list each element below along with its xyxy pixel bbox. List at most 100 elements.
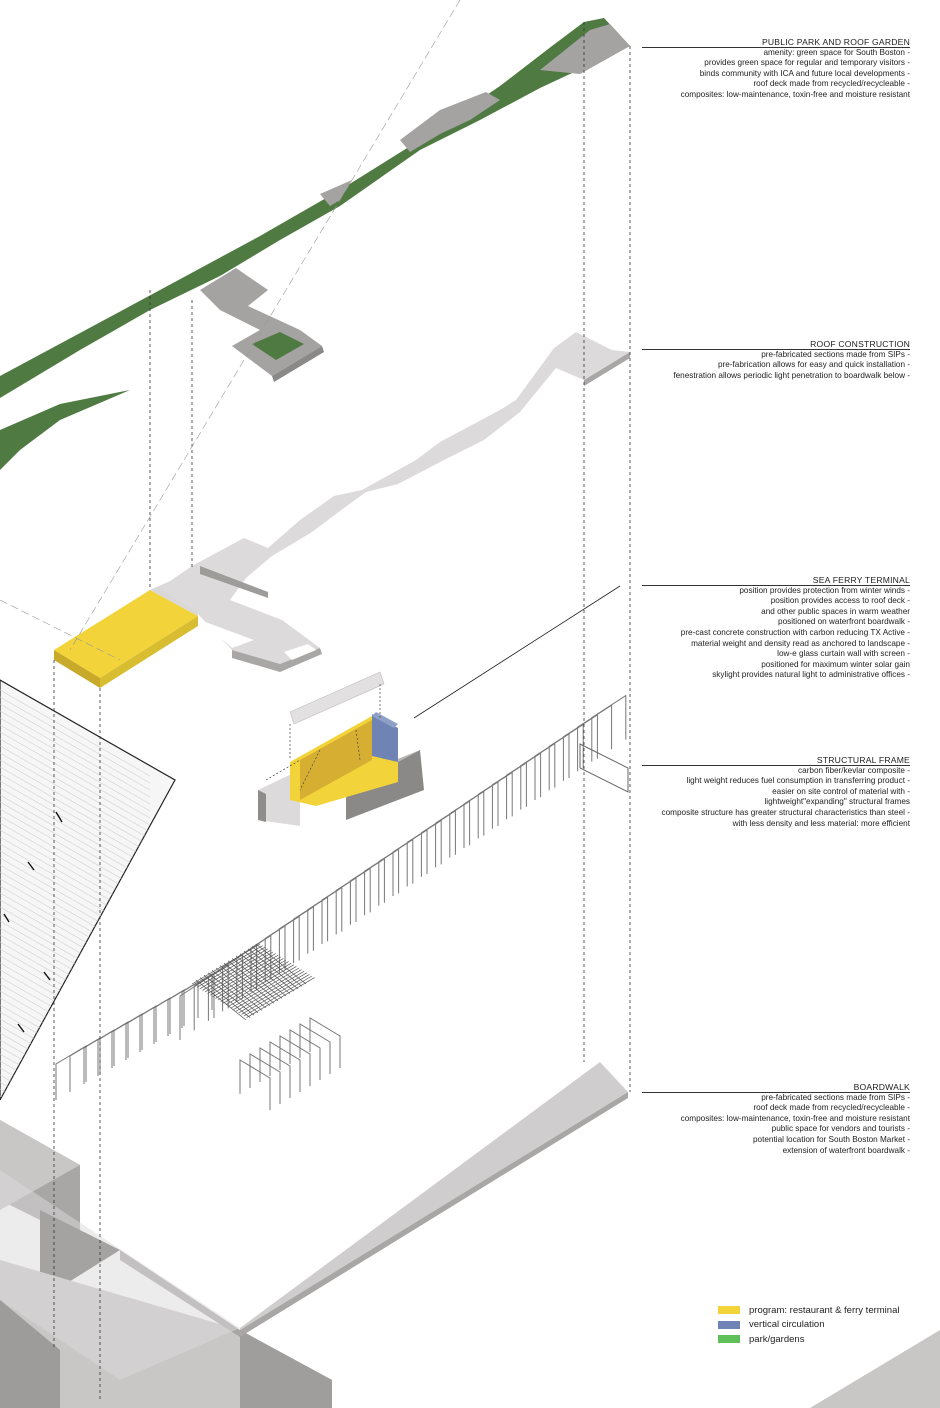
frame-member bbox=[251, 946, 303, 987]
annotation-line: pre-cast concrete construction with carb… bbox=[680, 627, 910, 637]
annotation-line: extension of waterfront boardwalk - bbox=[782, 1145, 910, 1155]
site-plan-hatch bbox=[0, 679, 176, 1101]
hatch-line bbox=[0, 710, 151, 798]
frame-member bbox=[239, 953, 291, 994]
hatch-line bbox=[0, 696, 151, 784]
annotation-structural-frame: STRUCTURAL FRAME carbon fiber/kevlar com… bbox=[642, 755, 910, 829]
hatch-line bbox=[0, 745, 151, 833]
legend-swatch bbox=[718, 1335, 740, 1344]
portal-frame bbox=[289, 1029, 321, 1080]
roof-garden-slab bbox=[0, 18, 630, 470]
portal-frame bbox=[55, 1045, 87, 1100]
annotation-line: binds community with ICA and future loca… bbox=[699, 68, 910, 78]
hatch-line bbox=[0, 794, 151, 882]
frame-member bbox=[235, 955, 287, 997]
annotation-line: public space for vendors and tourists - bbox=[771, 1124, 910, 1134]
annotation-ferry-terminal: SEA FERRY TERMINAL position provides pro… bbox=[642, 575, 910, 681]
hatch-line bbox=[0, 731, 151, 819]
frame-member bbox=[231, 958, 283, 999]
frame-member bbox=[219, 965, 271, 1006]
annotation-line: roof deck made from recycled/recycleable… bbox=[753, 79, 910, 89]
annotation-line: skylight provides natural light to admin… bbox=[712, 670, 910, 680]
legend-item-park-gardens: park/gardens bbox=[718, 1332, 899, 1347]
portal-frame bbox=[591, 694, 627, 762]
annotation-line: pre-fabricated sections made from SIPs - bbox=[761, 1092, 910, 1102]
annotation-line: with less density and less material: mor… bbox=[732, 818, 910, 828]
frame-member bbox=[203, 974, 255, 1016]
hatch-line bbox=[0, 773, 151, 861]
hatch-line bbox=[0, 703, 151, 791]
annotation-line: potential location for South Boston Mark… bbox=[752, 1134, 910, 1144]
legend-swatch bbox=[718, 1320, 740, 1329]
annotation-line: positioned for maximum winter solar gain bbox=[761, 659, 910, 669]
annotation-line: provides green space for regular and tem… bbox=[704, 58, 910, 68]
annotation-title: STRUCTURAL FRAME bbox=[816, 755, 910, 765]
annotation-line: amenity: green space for South Boston - bbox=[763, 47, 910, 57]
frame-member bbox=[243, 975, 313, 1017]
frame-member bbox=[195, 979, 247, 1021]
legend-label: program: restaurant & ferry terminal bbox=[749, 1304, 900, 1316]
annotation-title: PUBLIC PARK AND ROOF GARDEN bbox=[761, 37, 910, 47]
frame-member bbox=[225, 964, 294, 1006]
annotation-line: composite structure has greater structur… bbox=[661, 807, 910, 817]
frame-member bbox=[233, 969, 302, 1010]
annotation-line: lightweight"expanding" structural frames bbox=[764, 797, 910, 807]
annotation-boardwalk: BOARDWALK pre-fabricated sections made f… bbox=[642, 1082, 910, 1156]
legend-swatch bbox=[718, 1306, 740, 1315]
end-frame bbox=[579, 743, 629, 793]
frame-member bbox=[255, 943, 307, 985]
portal-frame bbox=[299, 1023, 331, 1074]
portal-frame bbox=[239, 1059, 271, 1110]
frame-member bbox=[194, 945, 263, 986]
hatch-line bbox=[0, 766, 151, 854]
annotation-line: pre-fabricated sections made from SIPs - bbox=[761, 349, 910, 359]
annotation-line: material weight and density read as anch… bbox=[691, 638, 910, 648]
annotation-line: fenestration allows periodic light penet… bbox=[673, 370, 910, 380]
frame-member bbox=[212, 956, 281, 998]
annotation-title: BOARDWALK bbox=[853, 1082, 910, 1092]
frame-member bbox=[191, 943, 261, 985]
frame-member bbox=[199, 977, 251, 1018]
frame-member bbox=[247, 948, 299, 990]
annotation-line: low-e glass curtain wall with screen - bbox=[777, 649, 910, 659]
annotation-line: composites: low-maintenance, toxin-free … bbox=[680, 89, 910, 99]
structural-frame-dense bbox=[191, 943, 315, 1021]
leader-lines bbox=[413, 585, 621, 719]
frame-member bbox=[243, 950, 295, 992]
legend-label: park/gardens bbox=[749, 1333, 805, 1345]
sightlines bbox=[0, 0, 461, 661]
portal-frame bbox=[181, 973, 213, 1028]
annotation-line: position provides protection from winter… bbox=[739, 585, 910, 595]
frame-member bbox=[223, 962, 292, 1004]
projection-lines bbox=[53, 22, 631, 1400]
hatch-line bbox=[0, 724, 151, 812]
legend: program: restaurant & ferry terminal ver… bbox=[718, 1303, 899, 1347]
annotation-line: pre-fabrication allows for easy and quic… bbox=[717, 360, 910, 370]
frame-member bbox=[207, 972, 259, 1014]
hatch-line bbox=[0, 759, 151, 847]
frame-member bbox=[215, 967, 267, 1009]
portal-frame bbox=[279, 1035, 311, 1086]
annotation-line: carbon fiber/kevlar composite - bbox=[798, 765, 910, 775]
frame-member bbox=[210, 954, 279, 996]
structural-frame bbox=[55, 694, 629, 1110]
hatch-line bbox=[0, 689, 151, 777]
frame-member bbox=[223, 962, 275, 1004]
hatch-line bbox=[0, 752, 151, 840]
annotation-roof-garden: PUBLIC PARK AND ROOF GARDEN amenity: gre… bbox=[642, 37, 910, 101]
annotation-line: light weight reduces fuel consumption in… bbox=[686, 776, 910, 786]
legend-item-program: program: restaurant & ferry terminal bbox=[718, 1303, 899, 1318]
frame-member bbox=[220, 961, 289, 1002]
frame-member bbox=[211, 970, 263, 1011]
hatch-line bbox=[0, 738, 151, 826]
boardwalk-slab bbox=[0, 1062, 628, 1380]
portal-frame bbox=[249, 1053, 281, 1104]
annotation-line: and other public spaces in warm weather bbox=[761, 606, 910, 616]
portal-frame bbox=[577, 704, 613, 772]
frame-member bbox=[202, 950, 271, 991]
annotation-line: positioned on waterfront boardwalk - bbox=[778, 617, 910, 627]
annotation-line: composites: low-maintenance, toxin-free … bbox=[680, 1113, 910, 1123]
hatch-line bbox=[0, 1053, 151, 1100]
roof-construction-slab bbox=[160, 332, 630, 672]
frame-member bbox=[241, 974, 310, 1015]
